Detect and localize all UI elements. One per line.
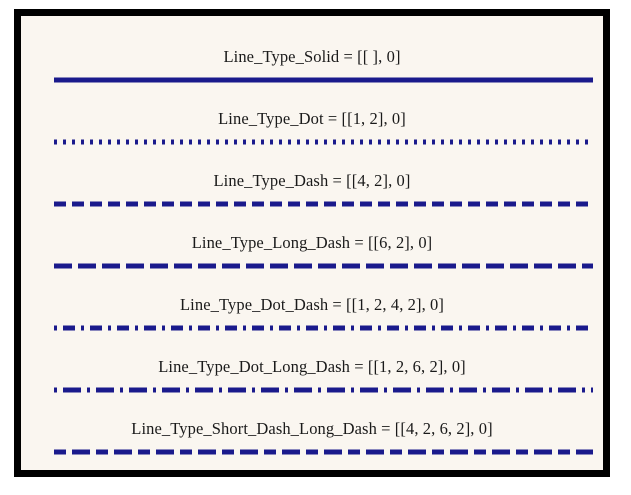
line-type-row: Line_Type_Dash = [[4, 2], 0]	[21, 164, 603, 226]
line-type-stroke-short-dash-long-dash	[54, 449, 593, 455]
line-type-legend-figure: Line_Type_Solid = [[ ], 0] Line_Type_Dot …	[14, 9, 610, 477]
line-type-label: Line_Type_Solid = [[ ], 0]	[223, 47, 401, 66]
line-type-sample-dash	[54, 200, 593, 208]
line-type-row: Line_Type_Dot_Long_Dash = [[1, 2, 6, 2],…	[21, 350, 603, 412]
line-type-sample-long-dash	[54, 262, 593, 270]
line-type-stroke-dot-dash	[54, 325, 593, 331]
line-type-sample-dot-dash	[54, 324, 593, 332]
line-type-label: Line_Type_Short_Dash_Long_Dash = [[4, 2,…	[131, 419, 493, 438]
line-type-label: Line_Type_Dot_Long_Dash = [[1, 2, 6, 2],…	[158, 357, 466, 376]
line-type-stroke-dash	[54, 201, 593, 207]
line-type-stroke-long-dash	[54, 263, 593, 269]
line-type-sample-dot-long-dash	[54, 386, 593, 394]
line-type-label: Line_Type_Dash = [[4, 2], 0]	[213, 171, 411, 190]
line-type-sample-solid	[54, 76, 593, 84]
line-type-row: Line_Type_Solid = [[ ], 0]	[21, 40, 603, 102]
line-type-sample-dot	[54, 138, 593, 146]
line-type-label: Line_Type_Dot_Dash = [[1, 2, 4, 2], 0]	[180, 295, 444, 314]
line-type-row: Line_Type_Short_Dash_Long_Dash = [[4, 2,…	[21, 412, 603, 474]
line-type-stroke-dot-long-dash	[54, 387, 593, 393]
line-type-sample-short-dash-long-dash	[54, 448, 593, 456]
line-type-stroke-solid	[54, 77, 593, 83]
line-type-label: Line_Type_Long_Dash = [[6, 2], 0]	[191, 233, 433, 252]
line-type-stroke-dot	[54, 139, 593, 145]
line-type-label: Line_Type_Dot = [[1, 2], 0]	[218, 109, 406, 128]
line-type-row: Line_Type_Dot = [[1, 2], 0]	[21, 102, 603, 164]
line-type-row: Line_Type_Long_Dash = [[6, 2], 0]	[21, 226, 603, 288]
line-type-row: Line_Type_Dot_Dash = [[1, 2, 4, 2], 0]	[21, 288, 603, 350]
